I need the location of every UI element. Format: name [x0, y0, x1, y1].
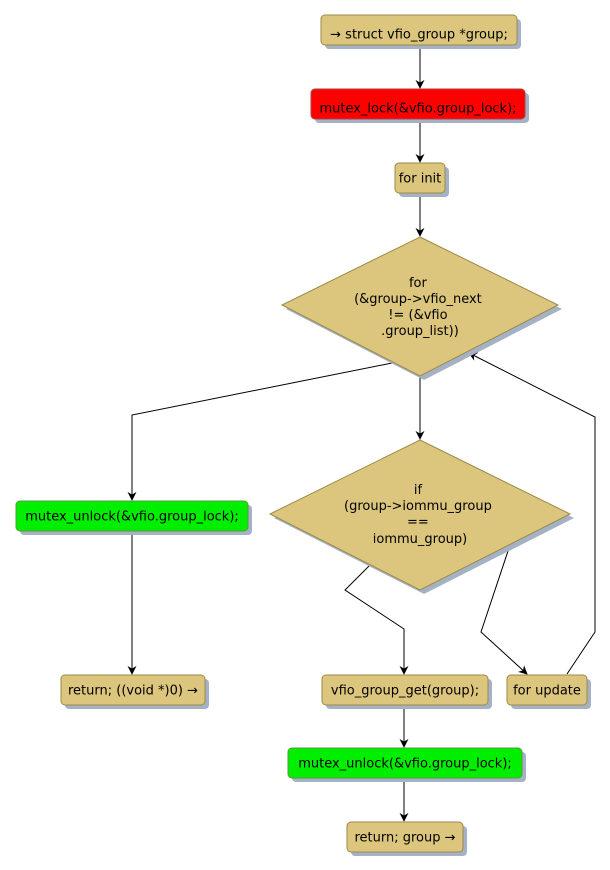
- nodes: → struct vfio_group *group; mutex_lock(&…: [15, 14, 591, 856]
- edge-if-cond-to-group-get: [344, 564, 409, 675]
- node-mutex-unlock-left-label: mutex_unlock(&vfio.group_lock);: [25, 510, 239, 525]
- node-for-update[interactable]: for update: [506, 674, 591, 709]
- node-return-null-label: return; ((void *)0) →: [68, 684, 198, 699]
- for-cond-line: != (&vfio: [388, 308, 447, 323]
- node-for-condition[interactable]: for (&group->vfio_next != (&vfio .group_…: [280, 236, 562, 380]
- node-if-condition-label: if (group->iommu_group == iommu_group): [344, 483, 496, 547]
- edge-for-update-to-for-cond: [468, 352, 596, 675]
- node-for-update-label: for update: [513, 684, 581, 699]
- node-for-init-label: for init: [399, 172, 442, 187]
- edges: [127, 45, 596, 822]
- node-mutex-unlock-right[interactable]: mutex_unlock(&vfio.group_lock);: [287, 747, 526, 782]
- node-mutex-unlock-right-label: mutex_unlock(&vfio.group_lock);: [298, 757, 512, 772]
- edge-if-cond-to-for-update: [480, 544, 528, 675]
- node-mutex-lock[interactable]: mutex_lock(&vfio.group_lock);: [310, 88, 529, 123]
- edge-for-cond-to-unlock-left: [127, 362, 393, 501]
- node-mutex-unlock-left[interactable]: mutex_unlock(&vfio.group_lock);: [15, 500, 252, 535]
- if-cond-line: ==: [407, 515, 429, 530]
- node-return-null[interactable]: return; ((void *)0) →: [60, 674, 209, 709]
- node-vfio-group-get-label: vfio_group_get(group);: [331, 684, 479, 699]
- node-if-condition[interactable]: if (group->iommu_group == iommu_group): [268, 439, 574, 594]
- node-for-init[interactable]: for init: [394, 162, 449, 197]
- node-start-label: → struct vfio_group *group;: [330, 28, 508, 43]
- for-cond-line: for: [409, 276, 428, 291]
- if-cond-line: if: [414, 483, 423, 498]
- node-start[interactable]: → struct vfio_group *group;: [320, 14, 521, 49]
- node-return-group[interactable]: return; group →: [346, 821, 467, 856]
- node-vfio-group-get[interactable]: vfio_group_get(group);: [321, 674, 492, 709]
- node-mutex-lock-label: mutex_lock(&vfio.group_lock);: [319, 102, 516, 117]
- node-for-condition-label: for (&group->vfio_next != (&vfio .group_…: [354, 276, 486, 339]
- if-cond-line: (group->iommu_group: [344, 499, 492, 514]
- if-cond-line: iommu_group): [373, 532, 467, 547]
- node-return-group-label: return; group →: [354, 831, 455, 846]
- for-cond-line: .group_list)): [381, 324, 459, 339]
- for-cond-line: (&group->vfio_next: [354, 292, 482, 307]
